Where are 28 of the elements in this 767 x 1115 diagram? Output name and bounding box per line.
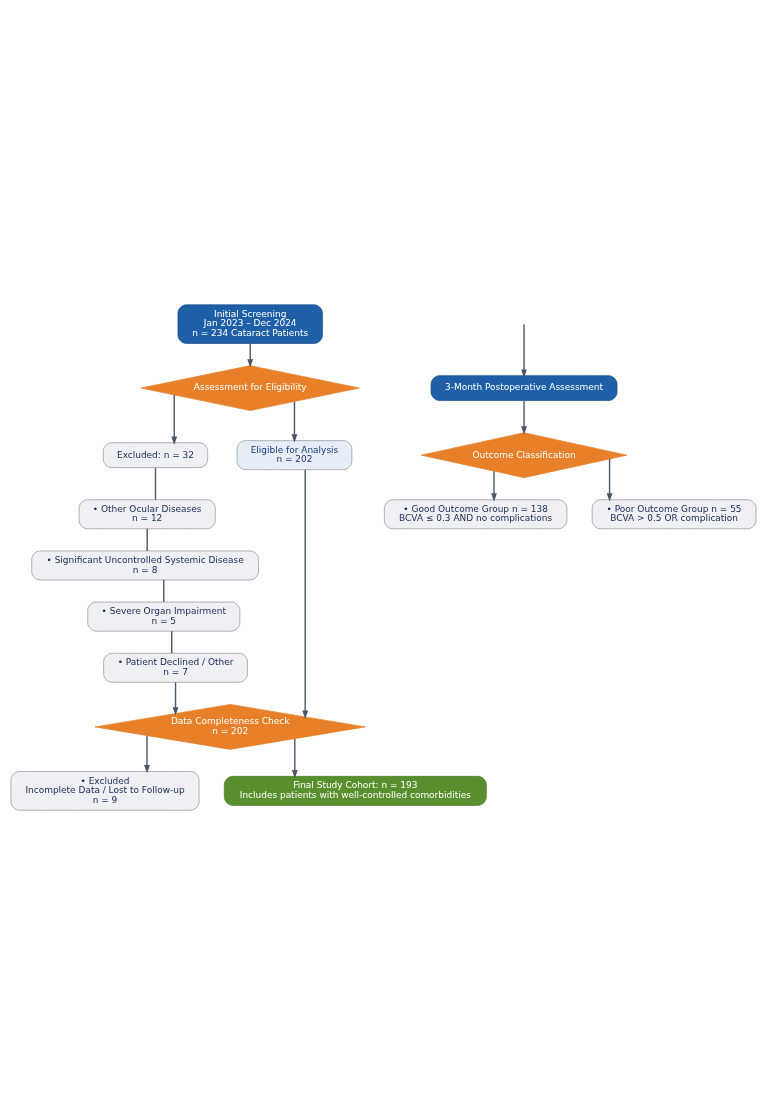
connector <box>171 630 173 654</box>
node-box: • Good Outcome Group n = 138 BCVA ≤ 0.3 AND no complications <box>384 499 568 530</box>
node-box: • Severe Organ Impairment n = 5 <box>87 601 241 632</box>
arrow <box>521 323 527 378</box>
node-box: Excluded: n = 32 <box>102 442 209 468</box>
node-box: • Excluded Incomplete Data / Lost to Follow-up n = 9 <box>10 771 200 811</box>
arrow <box>291 737 298 779</box>
node-box: Initial Screening Jan 2023 – Dec 2024 n = 234 Cataract Patients <box>177 304 323 344</box>
arrow <box>171 394 178 445</box>
arrow <box>302 469 309 719</box>
arrow <box>172 681 179 716</box>
node-box: Eligible for Analysis n = 202 <box>236 440 353 471</box>
node-diamond: Assessment for Eligibility <box>140 365 360 411</box>
node-box: • Poor Outcome Group n = 55 BCVA > 0.5 OR complication <box>591 499 757 530</box>
connector <box>146 528 148 552</box>
node-box: • Other Ocular Diseases n = 12 <box>78 499 216 530</box>
node-box: Final Study Cohort: n = 193 Includes patients with well-controlled comorbidities <box>223 776 487 806</box>
node-diamond: Outcome Classification <box>420 432 628 478</box>
arrow <box>291 400 298 443</box>
node-box: 3-Month Postoperative Assessment <box>430 375 618 401</box>
arrow <box>491 470 497 502</box>
arrow <box>606 458 613 502</box>
connector <box>163 579 165 603</box>
node-box: • Patient Declined / Other n = 7 <box>103 652 248 683</box>
connector <box>154 467 157 501</box>
arrow <box>521 400 527 435</box>
node-box: • Significant Uncontrolled Systemic Disease n = 8 <box>31 550 259 581</box>
arrow <box>144 735 150 774</box>
